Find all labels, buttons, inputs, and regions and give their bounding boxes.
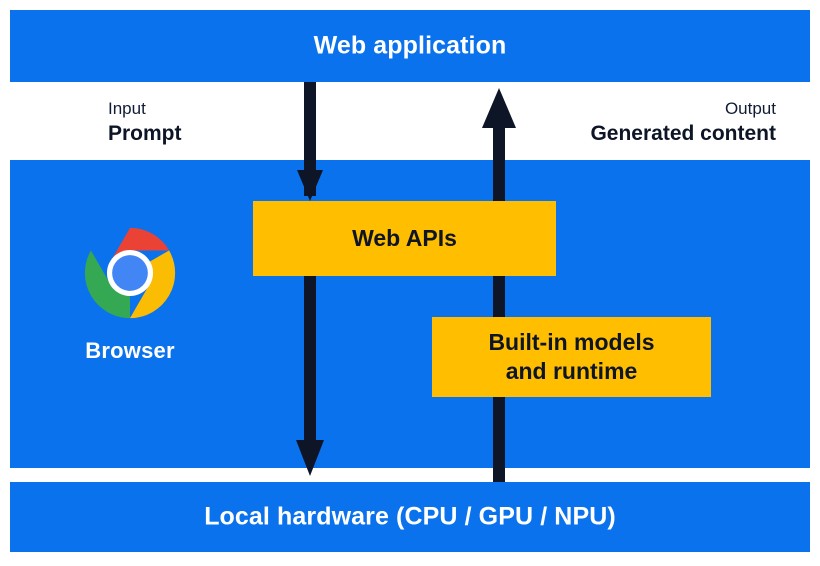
box-builtin-models-label-line-1: Built-in models xyxy=(488,328,655,355)
browser-badge: Browser xyxy=(60,226,200,364)
box-web-apis[interactable]: Web APIs xyxy=(253,201,556,276)
box-web-apis-label: Web APIs xyxy=(352,224,457,251)
box-builtin-models-label: Built-in models and runtime xyxy=(478,328,664,387)
band-web-application: Web application xyxy=(10,10,810,82)
caption-input-value: Prompt xyxy=(108,121,182,145)
browser-badge-label: Browser xyxy=(85,338,175,363)
caption-output-value: Generated content xyxy=(590,121,776,145)
caption-input: Input Prompt xyxy=(108,98,182,148)
box-builtin-models[interactable]: Built-in models and runtime xyxy=(432,317,711,397)
caption-input-kicker: Input xyxy=(108,99,146,118)
band-local-hardware: Local hardware (CPU / GPU / NPU) xyxy=(10,482,810,552)
box-builtin-models-label-line-2: and runtime xyxy=(505,358,638,384)
chrome-logo-icon xyxy=(84,227,176,319)
caption-output: Output Generated content xyxy=(590,98,776,148)
band-local-hardware-label: Local hardware (CPU / GPU / NPU) xyxy=(204,502,616,531)
band-web-application-label: Web application xyxy=(313,31,507,60)
caption-output-kicker: Output xyxy=(724,99,776,118)
